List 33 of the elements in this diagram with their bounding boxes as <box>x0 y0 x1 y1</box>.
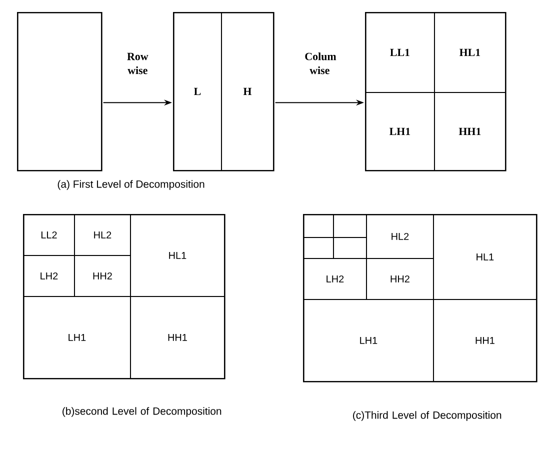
image-box <box>17 12 102 172</box>
subband-cell: HH2 <box>74 255 131 297</box>
subband-cell: LH1 <box>365 92 435 171</box>
subband-cell: HL2 <box>366 214 434 259</box>
subband-cell: HL1 <box>130 214 225 297</box>
subband-cell: LH1 <box>23 296 131 379</box>
image-box <box>303 214 538 382</box>
subband-cell: HH1 <box>434 92 506 171</box>
caption: (a) First Level of Decomposition <box>58 180 204 190</box>
subband-cell: HL2 <box>74 214 131 256</box>
subband-cell: H <box>221 12 274 171</box>
subband-cell <box>333 237 367 259</box>
subband-cell: LH2 <box>303 258 367 300</box>
subband-cell: HH1 <box>130 296 225 379</box>
subband-cell <box>333 214 367 238</box>
subband-cell: HL1 <box>433 214 537 300</box>
subband-cell: L <box>173 12 222 171</box>
image-box <box>365 12 506 172</box>
subband-cell: HL1 <box>434 12 506 93</box>
subband-cell: LL2 <box>23 214 75 256</box>
edge-label: Row wise <box>127 52 148 74</box>
subband-cell: LL1 <box>365 12 435 93</box>
subband-cell: HH1 <box>433 299 537 382</box>
image-box <box>173 12 274 172</box>
subband-cell <box>303 214 334 238</box>
edge-label: Colum wise <box>305 52 336 74</box>
subband-cell <box>303 237 334 259</box>
caption: (c)Third Level of Decomposition <box>353 411 502 421</box>
subband-cell: LH1 <box>303 299 434 382</box>
caption: (b)second Level of Decomposition <box>62 407 222 417</box>
subband-cell: LH2 <box>23 255 75 297</box>
subband-cell: HH2 <box>366 258 434 300</box>
image-box <box>23 214 226 380</box>
